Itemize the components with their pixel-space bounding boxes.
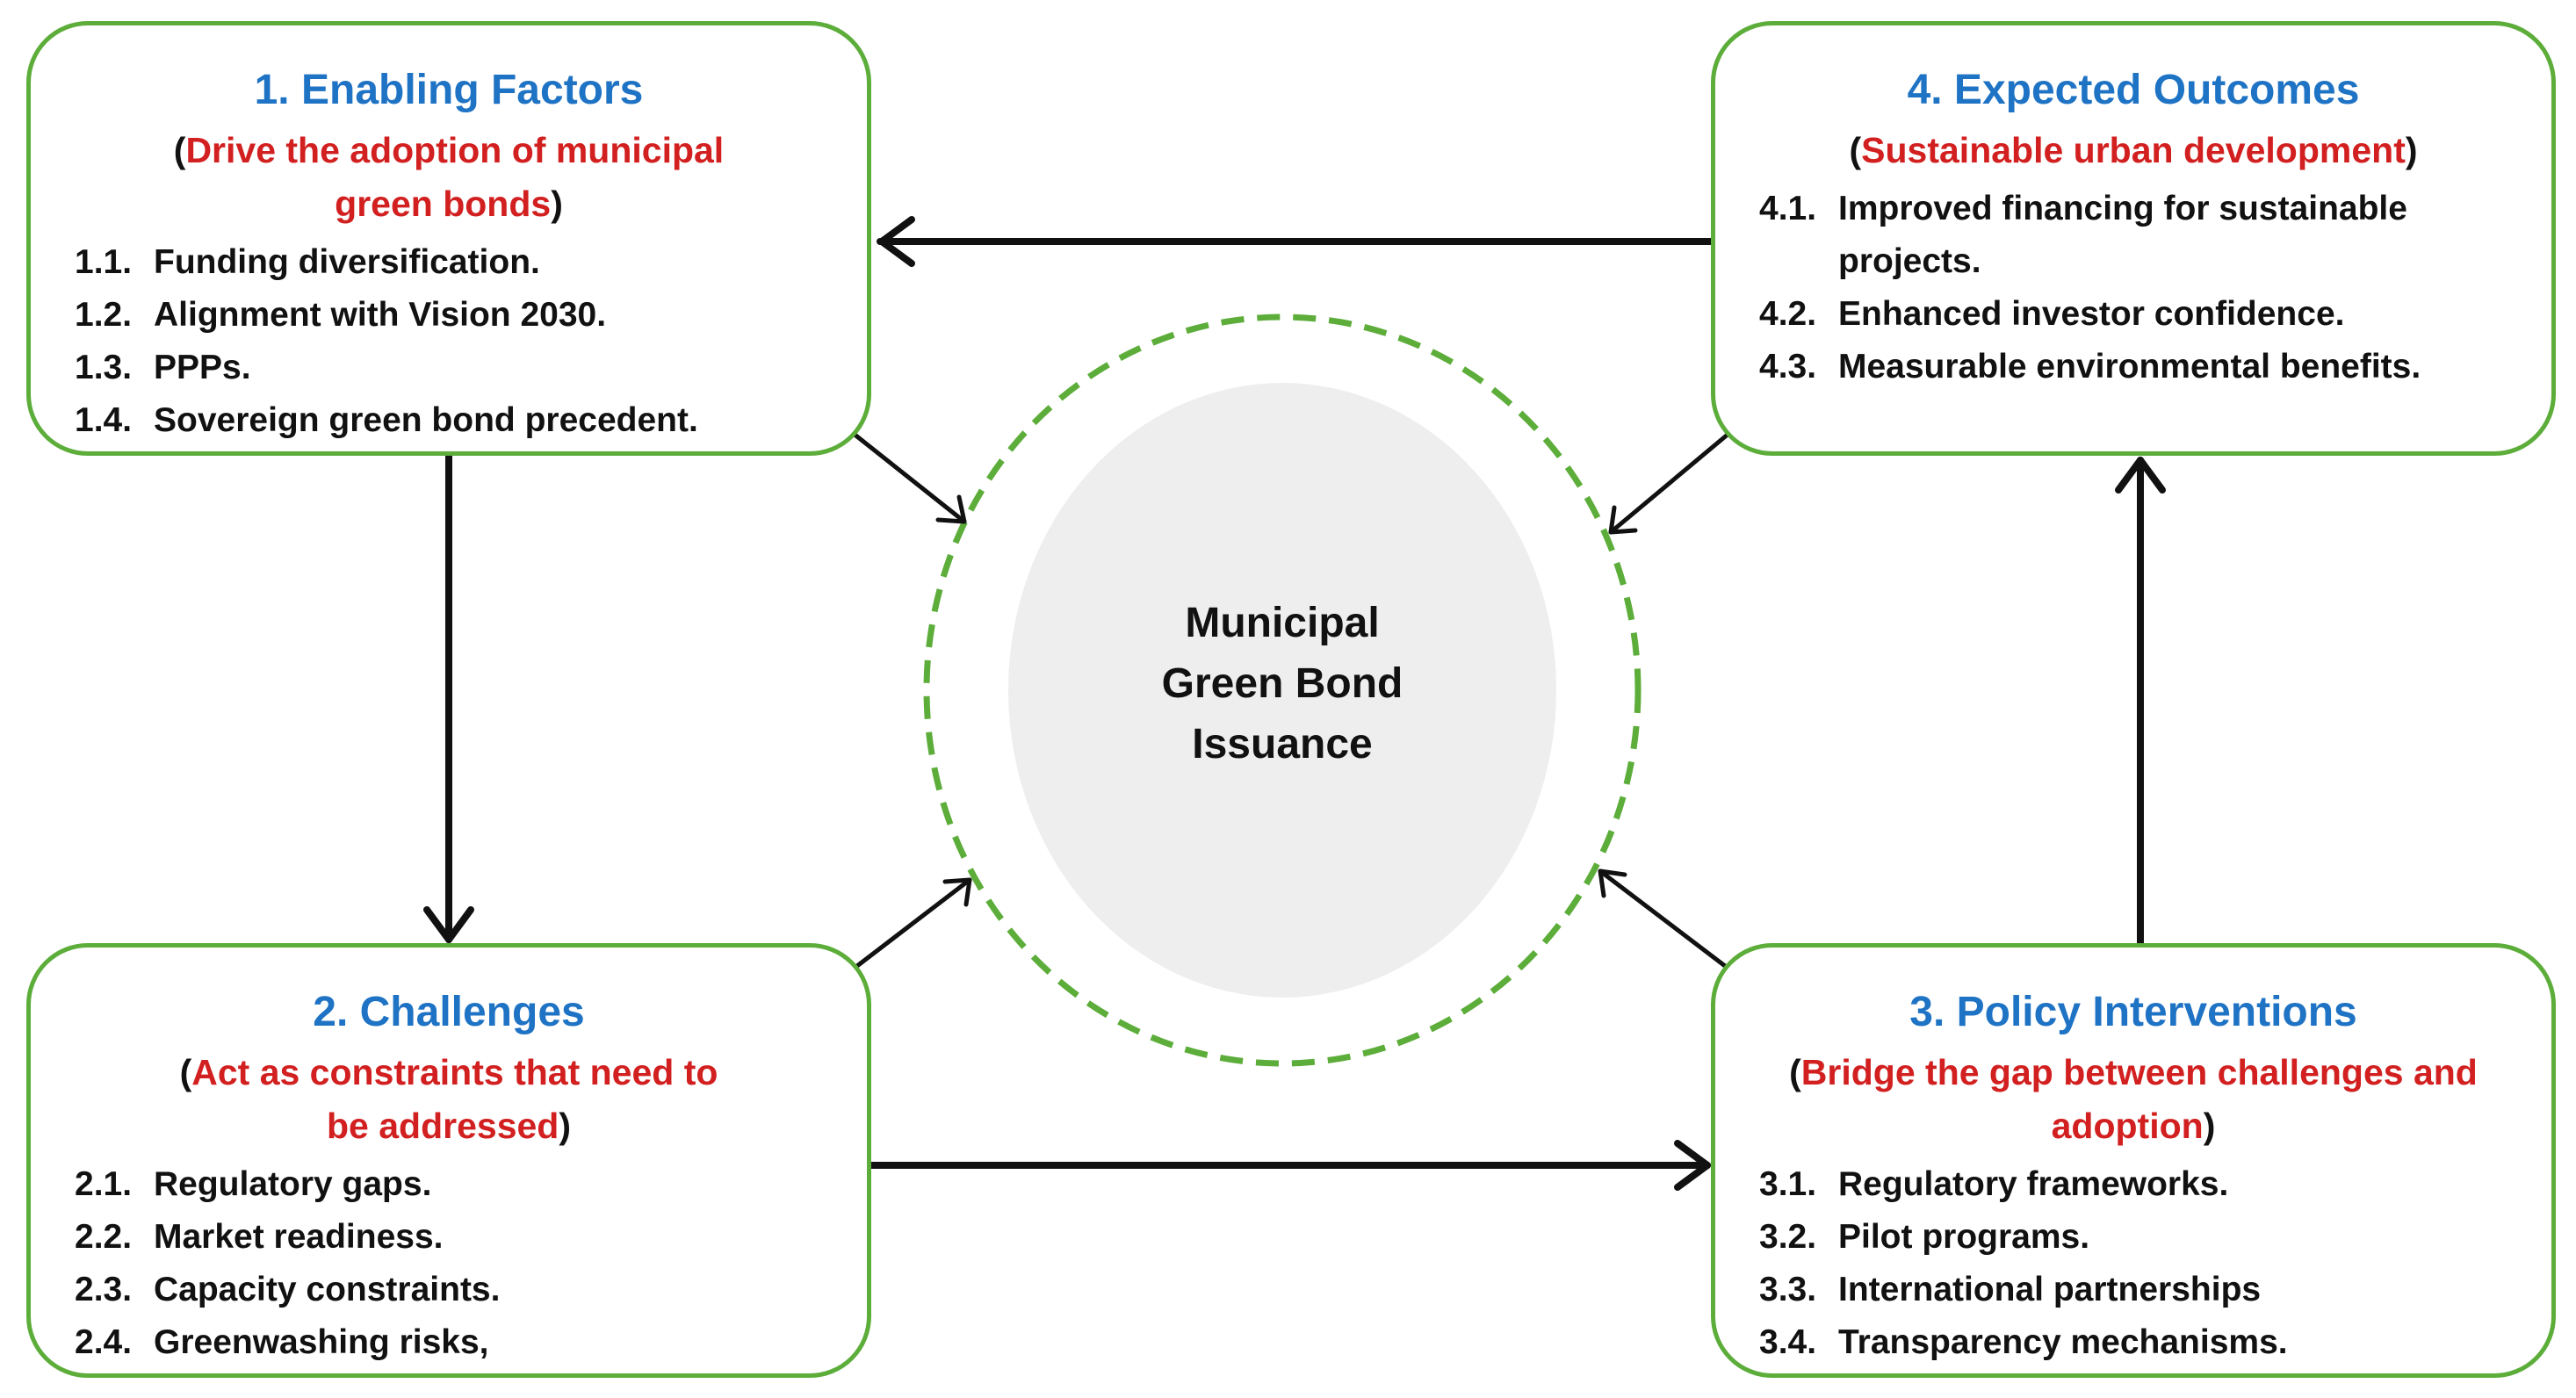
subtitle-close-paren: )	[2405, 130, 2418, 170]
arrow-policy-to-outcomes	[2115, 457, 2166, 947]
item-number: 3.4.	[1759, 1323, 1817, 1361]
item-text: Greenwashing risks,	[154, 1323, 489, 1361]
box-subtitle: (Bridge the gap between challenges and a…	[1782, 1046, 2485, 1153]
item-text: Regulatory frameworks.	[1838, 1165, 2229, 1203]
list-item: 2.2. Market readiness.	[75, 1211, 849, 1264]
arrow-enabling-to-challenges	[423, 452, 474, 943]
item-list: 2.1. Regulatory gaps. 2.2. Market readines…	[31, 1158, 867, 1369]
item-number: 3.3.	[1759, 1271, 1817, 1308]
list-item: 3.1. Regulatory frameworks.	[1759, 1158, 2534, 1211]
item-list: 3.1. Regulatory frameworks. 3.2. Pilot pro…	[1715, 1158, 2551, 1369]
center-label-line: Green Bond	[1161, 660, 1403, 707]
list-item: 2.3. Capacity constraints.	[75, 1264, 849, 1316]
item-number: 1.3.	[75, 349, 133, 386]
list-item: 4.2. Enhanced investor confidence.	[1759, 288, 2534, 341]
item-number: 3.1.	[1759, 1165, 1817, 1203]
item-number: 2.2.	[75, 1218, 133, 1256]
subtitle-open-paren: (	[1849, 130, 1862, 170]
center-label: Municipal Green Bond Issuance	[1080, 593, 1484, 775]
subtitle-close-paren: )	[2203, 1106, 2216, 1146]
center-label-line: Municipal	[1185, 600, 1380, 646]
subtitle-open-paren: (	[179, 1052, 192, 1092]
item-text: Transparency mechanisms.	[1838, 1323, 2288, 1361]
box-subtitle: (Sustainable urban development)	[1773, 124, 2493, 177]
item-text: Measurable environmental benefits.	[1838, 348, 2421, 386]
center-label-line: Issuance	[1192, 721, 1373, 767]
item-number: 1.4.	[75, 401, 133, 439]
arrow-outcomes-to-center	[1608, 431, 1731, 535]
enabling-factors-box: 1. Enabling Factors (Drive the adoption …	[26, 21, 871, 456]
subtitle-text: Bridge the gap between challenges and ad…	[1800, 1052, 2478, 1146]
item-text: Enhanced investor confidence.	[1838, 295, 2345, 333]
item-number: 2.3.	[75, 1271, 133, 1308]
item-number: 1.1.	[75, 243, 133, 281]
item-text: Capacity constraints.	[154, 1271, 501, 1308]
subtitle-open-paren: (	[1789, 1052, 1801, 1092]
item-text: Alignment with Vision 2030.	[154, 296, 607, 334]
list-item: 4.1. Improved financing for sustainable p…	[1759, 183, 2534, 288]
box-subtitle: (Drive the adoption of municipal green b…	[159, 124, 739, 231]
list-item: 1.3. PPPs.	[75, 342, 849, 394]
dashed-circle	[923, 313, 1642, 1067]
arrow-outcomes-to-enabling	[877, 216, 1714, 267]
list-item: 1.2. Alignment with Vision 2030.	[75, 289, 849, 342]
list-item: 2.4. Greenwashing risks,	[75, 1316, 849, 1369]
list-item: 1.4. Sovereign green bond precedent.	[75, 394, 849, 447]
subtitle-text: Drive the adoption of municipal green bo…	[185, 130, 725, 224]
subtitle-text: Sustainable urban development	[1861, 130, 2406, 170]
list-item: 4.3. Measurable environmental benefits.	[1759, 341, 2534, 393]
item-text: Sovereign green bond precedent.	[154, 401, 698, 439]
box-title: 3. Policy Interventions	[1909, 989, 2357, 1035]
subtitle-open-paren: (	[173, 130, 186, 170]
arrow-challenges-to-policy	[868, 1140, 1711, 1191]
item-list: 4.1. Improved financing for sustainable p…	[1715, 183, 2551, 393]
challenges-box: 2. Challenges (Act as constraints that n…	[26, 943, 871, 1378]
arrow-policy-to-center	[1598, 868, 1731, 971]
item-number: 3.2.	[1759, 1218, 1817, 1256]
item-number: 1.2.	[75, 296, 133, 334]
list-item: 2.1. Regulatory gaps.	[75, 1158, 849, 1211]
list-item: 3.2. Pilot programs.	[1759, 1211, 2534, 1264]
list-item: 1.1. Funding diversification.	[75, 236, 849, 289]
box-title: 4. Expected Outcomes	[1907, 67, 2360, 113]
arrow-challenges-to-center	[851, 877, 972, 971]
expected-outcomes-box: 4. Expected Outcomes (Sustainable urban …	[1711, 21, 2556, 456]
box-title: 1. Enabling Factors	[254, 67, 644, 113]
item-text: PPPs.	[154, 349, 251, 386]
item-text: Regulatory gaps.	[154, 1165, 432, 1203]
item-number: 2.4.	[75, 1323, 133, 1361]
item-number: 2.1.	[75, 1165, 133, 1203]
subtitle-close-paren: )	[559, 1106, 571, 1146]
item-list: 1.1. Funding diversification. 1.2. Alignme…	[31, 236, 867, 447]
list-item: 3.4. Transparency mechanisms.	[1759, 1316, 2534, 1369]
item-number: 4.3.	[1759, 348, 1817, 386]
item-text: Funding diversification.	[154, 243, 540, 281]
subtitle-close-paren: )	[551, 184, 563, 224]
item-number: 4.2.	[1759, 295, 1817, 333]
center-ellipse	[1008, 383, 1556, 998]
box-subtitle: (Act as constraints that need to be addr…	[159, 1046, 739, 1153]
list-item: 3.3. International partnerships	[1759, 1264, 2534, 1316]
policy-interventions-box: 3. Policy Interventions (Bridge the gap …	[1711, 943, 2556, 1378]
item-number: 4.1.	[1759, 190, 1817, 227]
item-text: Market readiness.	[154, 1218, 444, 1256]
arrow-enabling-to-center	[851, 431, 967, 524]
item-text: International partnerships	[1838, 1271, 2262, 1308]
item-text: Improved financing for sustainable proje…	[1838, 190, 2407, 280]
subtitle-text: Act as constraints that need to be addre…	[191, 1052, 718, 1146]
item-text: Pilot programs.	[1838, 1218, 2090, 1256]
box-title: 2. Challenges	[313, 989, 585, 1035]
